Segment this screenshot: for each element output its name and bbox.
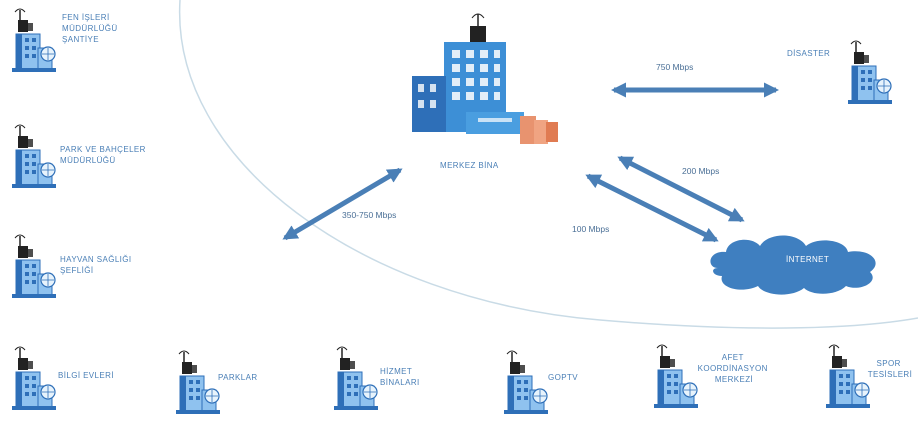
disaster-site-building-icon [847, 40, 893, 105]
site-label-line: HAYVAN SAĞLIĞI [60, 255, 132, 264]
site-hayvan-sagligi: HAYVAN SAĞLIĞI ŞEFLİĞİ [11, 234, 134, 299]
site-fen-isleri: FEN İŞLERİ MÜDÜRLÜĞÜ ŞANTİYE [11, 8, 120, 73]
site-spor-tesisleri: SPOR TESİSLERİ [825, 344, 913, 409]
site-label-line: AFET [722, 353, 744, 362]
site-bilgi-evleri: BİLGİ EVLERİ [11, 346, 114, 411]
site-label-line: SPOR [877, 359, 901, 368]
site-building-icon [175, 350, 221, 415]
site-label-line: BİLGİ EVLERİ [58, 371, 114, 380]
link-speed-branches: 350-750 Mbps [342, 210, 396, 220]
site-label-line: PARK VE BAHÇELER [60, 145, 146, 154]
site-label-line: MÜDÜRLÜĞÜ [60, 156, 116, 165]
link-speed-internet-in: 200 Mbps [682, 166, 719, 176]
site-label-line: KOORDİNASYON [698, 364, 768, 373]
site-park-bahceler: PARK VE BAHÇELER MÜDÜRLÜĞÜ [11, 124, 148, 189]
site-label-line: MERKEZİ [715, 375, 753, 384]
svg-text:PARK VE BAHÇELER MÜDÜRLÜ: PARK VE BAHÇELER MÜDÜRLÜĞÜ [60, 145, 148, 165]
site-label-line: PARKLAR [218, 373, 258, 382]
link-arrow-internet-in [617, 155, 745, 223]
site-building-icon [11, 346, 57, 411]
link-arrow-internet-out [585, 173, 719, 243]
site-label-line: TESİSLERİ [868, 370, 913, 379]
site-label-line: ŞANTİYE [62, 35, 99, 44]
svg-text:HİZMET BİNALARI: HİZMET BİNALARI [380, 367, 420, 387]
site-afet-koordinasyon: AFET KOORDİNASYON MERKEZİ [653, 344, 771, 409]
site-parklar: PARKLAR [175, 350, 258, 415]
site-hizmet-binalari: HİZMET BİNALARI [333, 346, 420, 411]
network-boundary-arc [178, 0, 918, 329]
site-building-icon [653, 344, 699, 409]
link-speed-internet-out: 100 Mbps [572, 224, 609, 234]
svg-text:SPOR TESİSLERİ: SPOR TESİSLERİ [868, 359, 913, 379]
svg-text:HAYVAN SAĞLIĞI ŞEFLİĞİ: HAYVAN SAĞLIĞI ŞEFLİĞİ [60, 255, 134, 275]
disaster-site-label: DİSASTER [787, 49, 830, 58]
svg-text:FEN İŞLERİ MÜDÜRLÜĞÜ: FEN İŞLERİ MÜDÜRLÜĞÜ ŞANTİYE [62, 13, 120, 44]
site-label-line: MÜDÜRLÜĞÜ [62, 24, 118, 33]
site-label-line: FEN İŞLERİ [62, 13, 110, 22]
site-building-icon [825, 344, 871, 409]
site-label-line: HİZMET [380, 367, 412, 376]
site-label-line: ŞEFLİĞİ [60, 266, 93, 275]
internet-cloud-label: İNTERNET [786, 255, 829, 264]
site-building-icon [11, 124, 57, 189]
link-arrow-branches [282, 167, 403, 241]
internet-cloud-icon [710, 235, 876, 295]
site-label-line: GOPTV [548, 373, 578, 382]
site-building-icon [11, 8, 57, 73]
svg-text:AFET KOORDİNASYON: AFET KOORDİNASYON MERKEZİ [698, 353, 771, 384]
link-speed-disaster: 750 Mbps [656, 62, 693, 72]
central-building-icon [412, 13, 558, 144]
site-building-icon [503, 350, 549, 415]
site-label-line: BİNALARI [380, 378, 420, 387]
site-building-icon [11, 234, 57, 299]
site-building-icon [333, 346, 379, 411]
site-goptv: GOPTV [503, 350, 578, 415]
central-building-label: MERKEZ BİNA [440, 161, 499, 170]
